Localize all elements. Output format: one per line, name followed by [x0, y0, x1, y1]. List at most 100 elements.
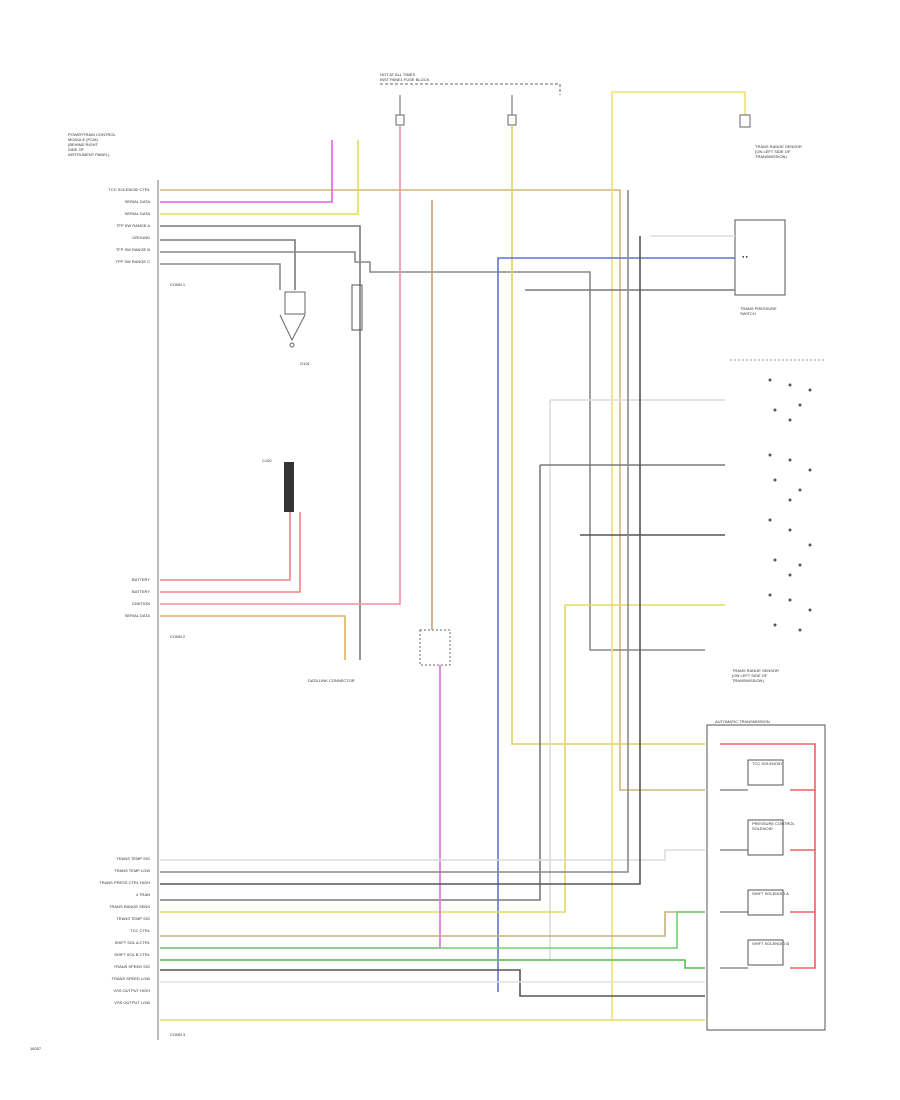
right-fuse: [739, 114, 751, 128]
pin-label: SERIAL DATA: [125, 199, 151, 204]
solenoid-red-feed: [720, 743, 816, 969]
mid-connector: C100: [262, 458, 294, 512]
pcm-label-line: (BEHIND RIGHT: [68, 142, 99, 147]
pin-label: SHIFT SOL B CTRL: [114, 952, 151, 957]
pin-label: SERIAL DATA: [125, 613, 151, 618]
pin-label: TFP SW RANGE C: [116, 259, 150, 264]
wire-white-2: [160, 400, 551, 961]
right-label-line: TRANS RANGE SENSOR: [755, 144, 802, 149]
wire-gray-1: [160, 225, 361, 660]
pin-label: TRANS TEMP LOW: [114, 868, 150, 873]
solenoid-box: [706, 724, 826, 1031]
wire-blue: [497, 257, 735, 992]
wire-tan-mid: [160, 615, 346, 660]
pin-label: TRANS RANGE SENS: [109, 904, 150, 909]
wire-red-2: [160, 512, 301, 593]
mid-device: [419, 629, 451, 666]
mid-bottom-label: DATA LINK CONNECTOR: [308, 678, 355, 683]
wire-gray-2: [160, 239, 296, 290]
pin-label: SHIFT SOL A CTRL: [115, 940, 151, 945]
pin-label: TRANS TEMP SIG: [116, 916, 150, 921]
wire-yellow-right: [611, 91, 746, 1020]
page-code: 16057: [30, 1046, 42, 1051]
pin-label: BATTERY: [132, 589, 150, 594]
pcm-label-line: MODULE (PCM): [68, 137, 98, 142]
pin-label: TCC CTRL: [130, 928, 151, 933]
wire-gray-b1: [160, 190, 629, 873]
pin-label: TFP SW RANGE B: [116, 247, 150, 252]
wire-gray-6b: [160, 465, 541, 901]
solenoid-label: SHIFT SOLENOID A: [752, 891, 789, 896]
pin-label: BATTERY: [132, 577, 150, 582]
right-label-line: TRANS PRESSURE: [740, 306, 777, 311]
fuse-block: [380, 83, 561, 126]
solenoid-label: SHIFT SOLENOID B: [752, 941, 789, 946]
wire-gray-4: [160, 263, 281, 290]
pin-label: TRANS SPEED SIG: [114, 964, 150, 969]
range-switch-contacts: [768, 378, 812, 632]
pin-labels-bottom: TRANS TEMP SIG TRANS TEMP LOW TRANS PRES…: [99, 856, 151, 1005]
wire-yellow-top: [160, 140, 359, 215]
pin-label: 4 TRAN: [136, 892, 150, 897]
splice-connector: [279, 291, 306, 348]
range-sensor-label: TRANS RANGE SENSOR (ON LEFT SIDE OF TRAN…: [732, 668, 780, 683]
inline-connector: [351, 284, 363, 331]
splice-label: G101: [300, 361, 311, 366]
pin-labels-mid: BATTERY BATTERY IGNITION SERIAL DATA: [125, 577, 151, 618]
pin-label: TRANS SPEED LOW: [112, 976, 151, 981]
top-wires: [160, 140, 705, 791]
wire-pink-fuse: [160, 125, 401, 605]
wire-pink-bottom: [160, 665, 441, 949]
solenoid-elements: [747, 759, 784, 966]
pcm-label-line: INSTRUMENT PANEL): [68, 152, 110, 157]
wire-red-1: [160, 512, 291, 581]
fuse-label-line: HOT AT ALL TIMES: [380, 72, 415, 77]
pin-label: TCC SOLENOID CTRL: [108, 187, 150, 192]
fuse-label-line: INST PANEL FUSE BLOCK: [380, 77, 430, 82]
wire-green-b1: [160, 911, 705, 949]
connector-label: CONN 1: [170, 282, 186, 287]
wire-gray-b2: [160, 236, 641, 885]
connector-label: CONN 3: [170, 1032, 186, 1037]
wire-white-b1: [160, 849, 705, 861]
solenoid-box-title: AUTOMATIC TRANSMISSION: [715, 719, 770, 724]
right-label-line: (ON LEFT SIDE OF: [755, 149, 791, 154]
connector-label: CONN 2: [170, 634, 186, 639]
pcm-label-line: SIDE OF: [68, 147, 85, 152]
range-label-line: TRANSMISSION): [732, 678, 764, 683]
pin-label: TRANS TEMP SIG: [116, 856, 150, 861]
range-label-line: (ON LEFT SIDE OF: [732, 673, 768, 678]
pin-label: TRANS PRESS CTRL HIGH: [99, 880, 150, 885]
solenoid-label: PRESSURE CONTROL: [752, 821, 795, 826]
solenoid-label: SOLENOID: [752, 826, 773, 831]
pressure-switch-wires: [497, 235, 735, 992]
right-label-line: TRANSMISSION): [755, 154, 787, 159]
mid-connector-label: C100: [262, 458, 272, 463]
trans-pressure-label: ● ●: [742, 254, 749, 259]
wire-green-b2: [160, 959, 705, 969]
right-label: TRANS RANGE SENSOR (ON LEFT SIDE OF TRAN…: [755, 144, 803, 159]
pin-labels-top: TCC SOLENOID CTRL SERIAL DATA SERIAL DAT…: [108, 187, 150, 264]
wire-gray-b3: [160, 969, 705, 997]
right-label-lower: TRANS PRESSURE SWITCH: [740, 306, 778, 316]
wire-pink-top: [160, 140, 333, 203]
pin-label: SERIAL DATA: [125, 211, 151, 216]
bottom-wires: [160, 190, 705, 1021]
wire-gray-3: [160, 251, 705, 651]
wire-yellow-range-b: [160, 605, 566, 913]
pcm-label-line: POWERTRAIN CONTROL: [68, 132, 116, 137]
fuse-block-label: HOT AT ALL TIMES INST PANEL FUSE BLOCK: [380, 72, 430, 82]
solenoid-internal-wires: [720, 789, 748, 969]
right-label-line: SWITCH: [740, 311, 756, 316]
wire-yellow-fuse: [511, 125, 705, 745]
wire-tan-b: [160, 911, 705, 937]
solenoid-label: TCC SOLENOID: [752, 761, 782, 766]
pin-label: GROUND: [132, 235, 150, 240]
pin-label: VSS OUTPUT HIGH: [113, 988, 150, 993]
mid-wires: [160, 512, 346, 660]
pcm-label: POWERTRAIN CONTROL MODULE (PCM) (BEHIND …: [68, 132, 117, 157]
pin-label: TFP SW RANGE A: [116, 223, 150, 228]
wire-tan-tcc: [160, 189, 705, 791]
pin-label: VSS OUTPUT LOW: [114, 1000, 150, 1005]
